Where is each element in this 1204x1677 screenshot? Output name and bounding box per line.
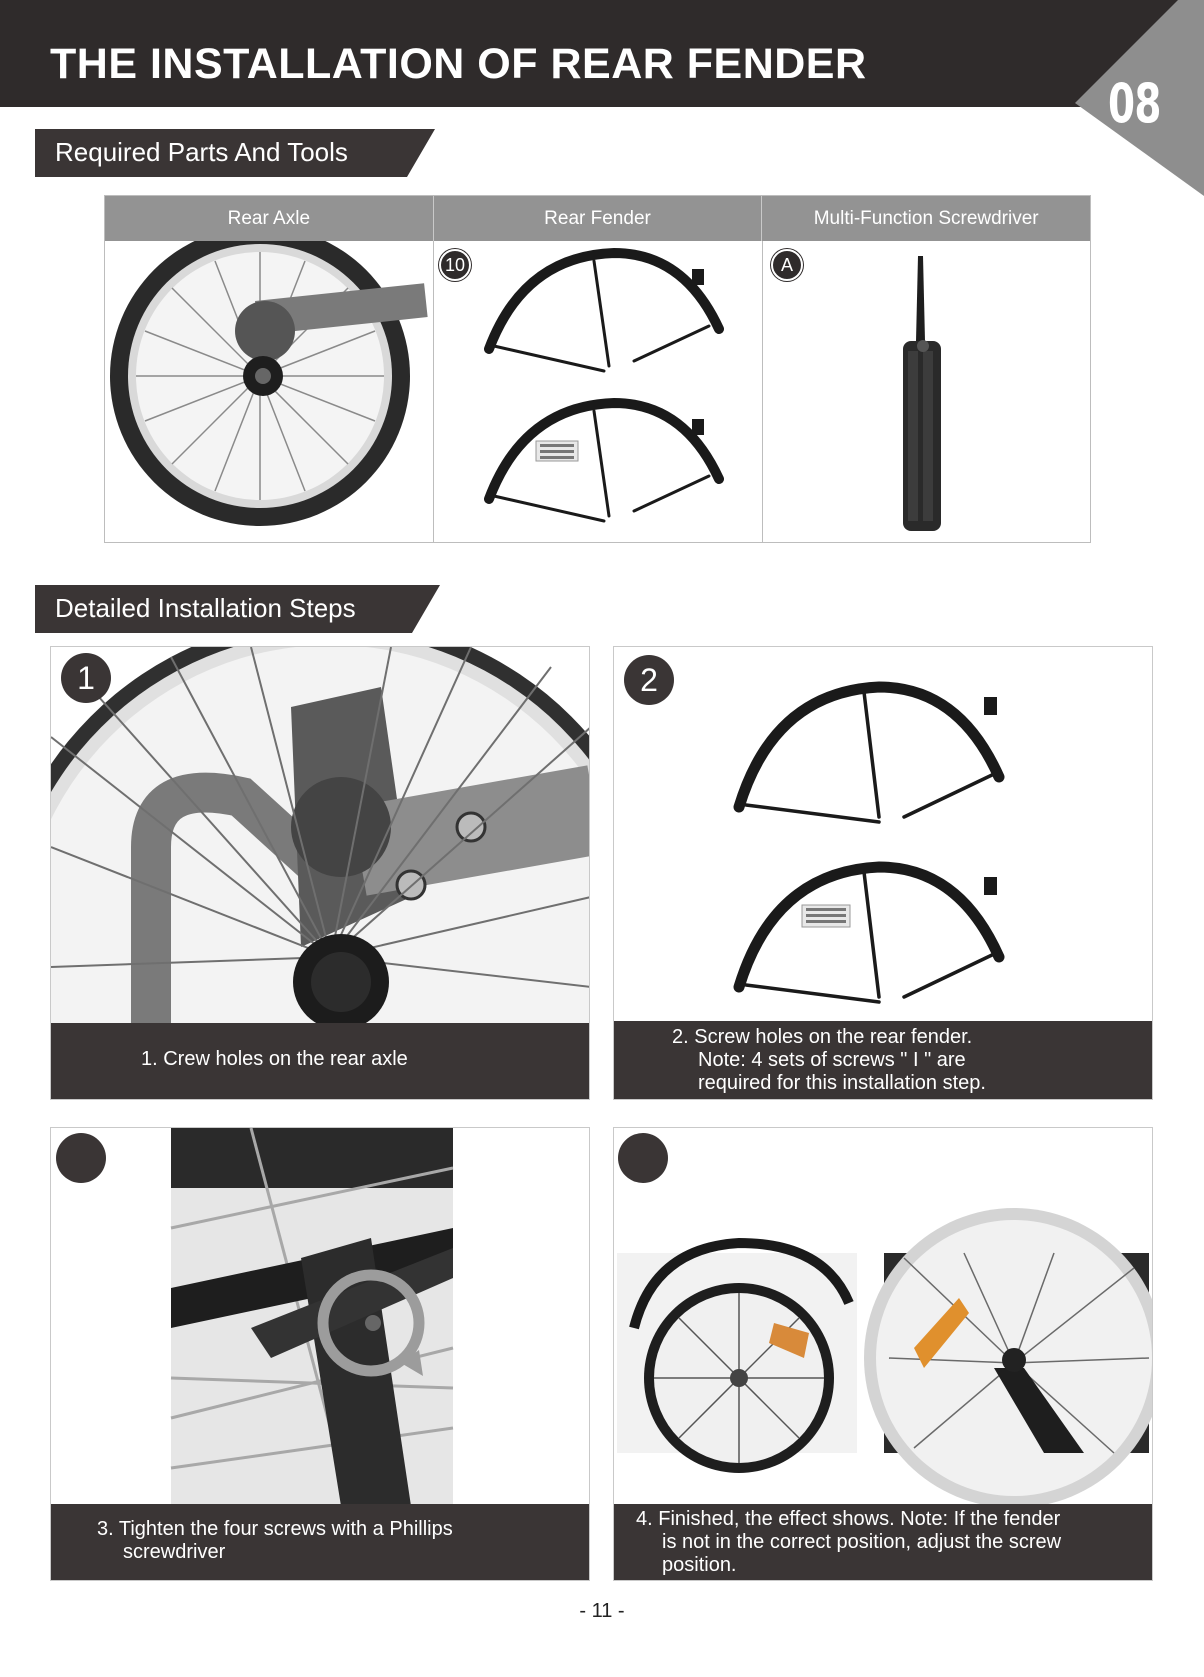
rear-axle-image xyxy=(105,241,433,542)
step-2-line-1: 2. Screw holes on the rear fender. xyxy=(672,1026,973,1048)
step-panel-3: 3. Tighten the four screws with a Philli… xyxy=(50,1127,590,1581)
step-badge-4 xyxy=(618,1133,668,1183)
part-badge-10: 10 xyxy=(439,249,471,281)
parts-cell-screwdriver: A xyxy=(763,241,1090,542)
section-label-parts: Required Parts And Tools xyxy=(55,137,348,167)
parts-header-rear-axle: Rear Axle xyxy=(105,196,434,241)
page-number: - 11 - xyxy=(579,1600,625,1622)
finished-close-view xyxy=(864,1208,1152,1508)
step-1-line-1: 1. Crew holes on the rear axle xyxy=(141,1048,408,1070)
step-badge-1: 1 xyxy=(61,653,111,703)
step-3-line-1: 3. Tighten the four screws with a Philli… xyxy=(97,1518,453,1540)
section-number: 08 xyxy=(1108,72,1161,135)
step-panel-4: 4. Finished, the effect shows. Note: If … xyxy=(613,1127,1153,1581)
parts-table-header: Rear Axle Rear Fender Multi-Function Scr… xyxy=(105,196,1090,241)
step-caption-4: 4. Finished, the effect shows. Note: If … xyxy=(614,1504,1152,1580)
step-4-line-2: is not in the correct position, adjust t… xyxy=(662,1531,1062,1553)
rear-fender-image xyxy=(434,241,762,542)
step-badge-3 xyxy=(56,1133,106,1183)
parts-header-screwdriver: Multi-Function Screwdriver xyxy=(813,208,1039,229)
step-caption-3: 3. Tighten the four screws with a Philli… xyxy=(51,1504,589,1580)
parts-cell-rear-axle xyxy=(105,241,434,542)
section-bar-steps: Detailed Installation Steps xyxy=(35,585,440,633)
corner-tab xyxy=(1075,0,1204,196)
step-2-line-3: required for this installation step. xyxy=(698,1072,986,1094)
step-3-image xyxy=(51,1128,589,1507)
part-badge-a: A xyxy=(771,249,803,281)
section-label-steps: Detailed Installation Steps xyxy=(55,593,356,623)
step-2-image xyxy=(614,647,1152,1025)
header-bar xyxy=(0,0,1204,107)
page-title: THE INSTALLATION OF REAR FENDER xyxy=(50,40,867,88)
step-4-image xyxy=(614,1128,1152,1508)
step-4-line-3: position. xyxy=(662,1554,737,1576)
step-panel-1: 1 1. Crew holes on the rear axle xyxy=(50,646,590,1100)
screwdriver-image xyxy=(763,241,1090,542)
step-badge-2: 2 xyxy=(624,655,674,705)
parts-cell-rear-fender: 10 xyxy=(434,241,763,542)
step-4-line-1: 4. Finished, the effect shows. Note: If … xyxy=(636,1508,1061,1530)
parts-header-rear-fender: Rear Fender xyxy=(434,196,763,241)
finished-side-view xyxy=(617,1237,857,1473)
step-caption-1: 1. Crew holes on the rear axle xyxy=(51,1023,589,1099)
step-panel-2: 2 2. Screw holes on the rear fender. Not… xyxy=(613,646,1153,1100)
section-bar-parts: Required Parts And Tools xyxy=(35,129,435,177)
step-caption-2: 2. Screw holes on the rear fender. Note:… xyxy=(614,1021,1152,1099)
parts-table: Rear Axle Rear Fender Multi-Function Scr… xyxy=(104,195,1091,543)
step-3-line-2: screwdriver xyxy=(123,1541,226,1563)
step-1-image xyxy=(51,647,589,1099)
step-2-line-2: Note: 4 sets of screws " I " are xyxy=(698,1049,966,1071)
